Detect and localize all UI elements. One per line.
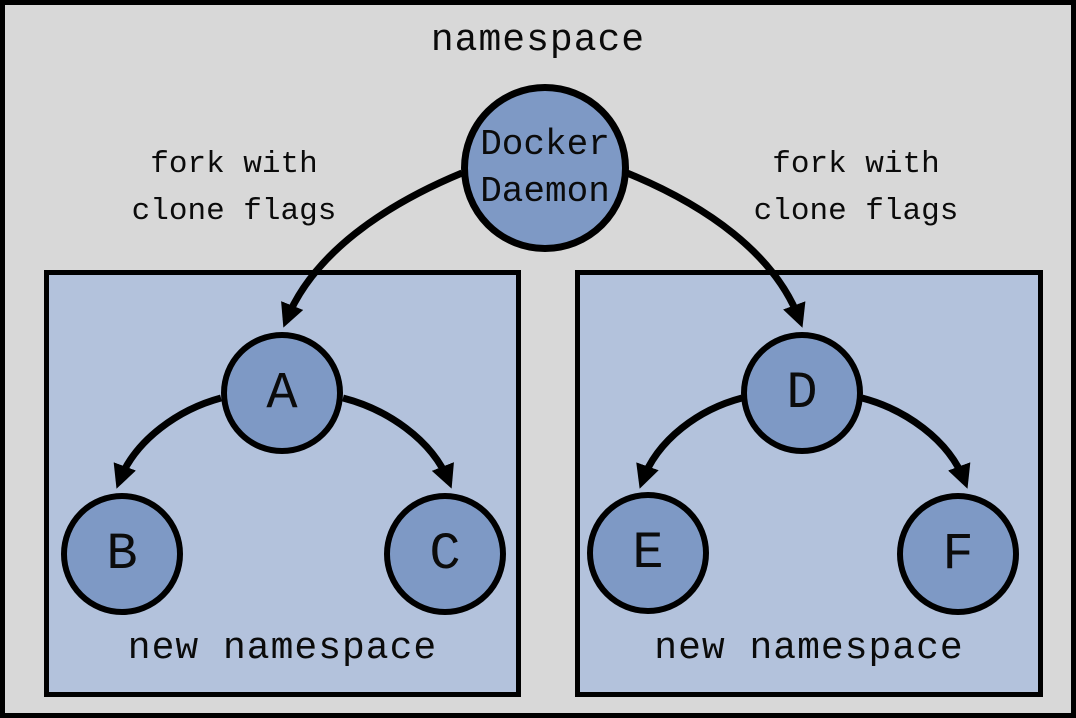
namespace-box-left-label: new namespace [127,627,438,670]
node-d: D [741,332,863,454]
node-f: F [897,493,1019,615]
node-a: A [221,332,343,454]
diagram-title: namespace [430,19,646,62]
node-c: C [384,493,506,615]
node-docker-daemon: Docker Daemon [461,84,629,252]
fork-label-right: fork with clone flags [753,147,959,229]
node-b: B [61,493,183,615]
fork-label-left: fork with clone flags [131,147,337,229]
node-e: E [587,492,709,614]
namespace-box-right-label: new namespace [654,627,964,670]
